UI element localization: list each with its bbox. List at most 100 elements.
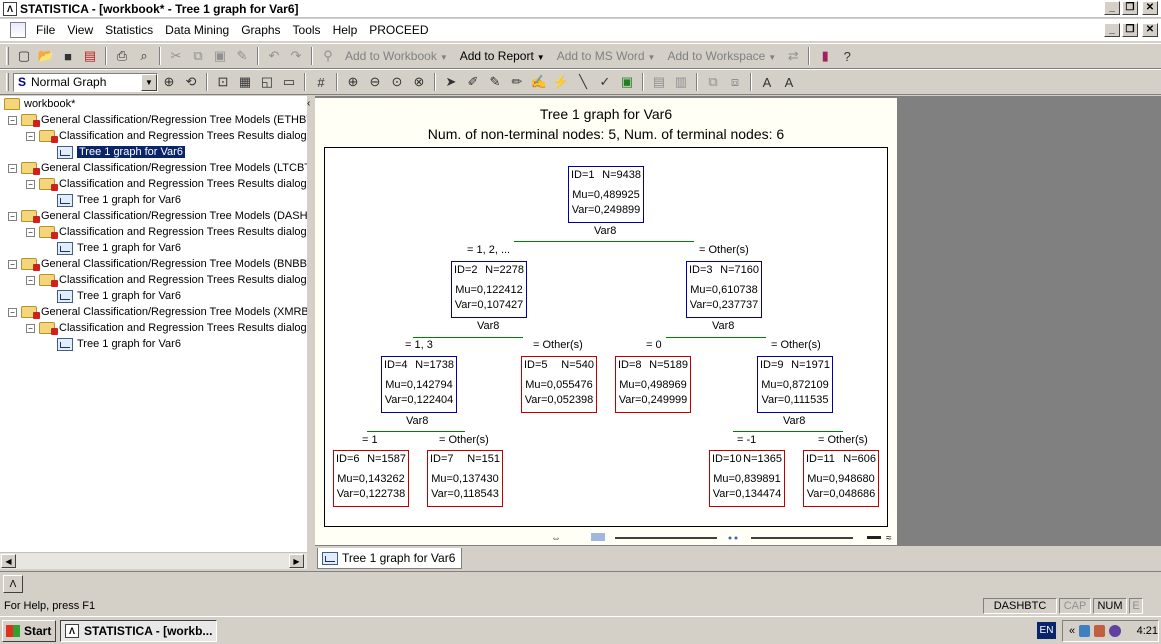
toolbar-grip[interactable] xyxy=(6,47,9,65)
security-icon[interactable] xyxy=(1094,625,1106,637)
add-to-workspace-button[interactable]: Add to Workspace▼ xyxy=(661,49,782,63)
language-indicator[interactable]: EN xyxy=(1037,622,1056,639)
group-icon[interactable]: ⧉ xyxy=(708,74,718,89)
edit-data-icon[interactable]: ✐ xyxy=(467,74,479,89)
redo-icon[interactable]: ↷ xyxy=(290,48,302,63)
format-painter-icon[interactable]: ✎ xyxy=(236,48,248,63)
graph-window-icon[interactable]: ▭ xyxy=(282,74,296,89)
taskbar-statistica-button[interactable]: Λ STATISTICA - [workb... xyxy=(60,620,217,642)
close-button[interactable]: ✕ xyxy=(1142,1,1158,15)
document-icon[interactable] xyxy=(10,22,26,38)
collapse-toggle-icon[interactable]: − xyxy=(26,275,35,285)
collapse-toggle-icon[interactable]: − xyxy=(8,163,17,173)
zoom-fit-icon[interactable]: ⊙ xyxy=(391,74,403,89)
minimize-button[interactable]: _ xyxy=(1104,1,1120,15)
scroll-left-icon[interactable]: ◀ xyxy=(1,554,16,568)
chevron-down-icon[interactable]: ▼ xyxy=(141,73,157,91)
network-icon[interactable] xyxy=(1079,625,1091,637)
graph-zoom-icon[interactable]: ⊕ xyxy=(163,74,175,89)
font-size-decrease-icon[interactable]: A xyxy=(784,74,794,90)
binoculars-icon[interactable]: ⚲ xyxy=(323,48,333,63)
tree-graph-item[interactable]: Tree 1 graph for Var6 xyxy=(44,144,185,160)
brush-tool-icon[interactable]: ⚡ xyxy=(552,74,570,89)
graph-type-select[interactable]: S Normal Graph ▼ xyxy=(13,72,158,92)
resize-icon[interactable]: ⇔ xyxy=(551,533,561,544)
add-to-workbook-button[interactable]: Add to Workbook▼ xyxy=(339,49,454,63)
collapse-toggle-icon[interactable]: − xyxy=(26,131,35,141)
graph-window[interactable]: Tree 1 graph for Var6 Num. of non-termin… xyxy=(315,98,897,545)
tree-model-item[interactable]: −General Classification/Regression Tree … xyxy=(8,304,307,320)
statistica-app-icon[interactable]: Λ xyxy=(3,1,17,16)
tree-root[interactable]: workbook* xyxy=(4,96,75,112)
undo-icon[interactable]: ↶ xyxy=(268,48,280,63)
collapse-toggle-icon[interactable]: − xyxy=(26,179,35,189)
book-icon[interactable]: ▮ xyxy=(821,48,829,63)
tree-results-item[interactable]: −Classification and Regression Trees Res… xyxy=(26,176,307,192)
doc-restore-button[interactable]: ❐ xyxy=(1122,23,1138,37)
draw-icon[interactable]: ✎ xyxy=(489,74,501,89)
cut-icon[interactable]: ✂ xyxy=(170,48,182,63)
menu-view[interactable]: View xyxy=(67,23,94,37)
menu-proceed[interactable]: PROCEED xyxy=(369,23,429,37)
grid-icon[interactable]: # xyxy=(317,74,325,90)
menu-file[interactable]: File xyxy=(36,23,56,37)
print-preview-icon[interactable]: ⌕ xyxy=(140,48,148,63)
tree-results-item[interactable]: −Classification and Regression Trees Res… xyxy=(26,128,307,144)
tree-model-item[interactable]: −General Classification/Regression Tree … xyxy=(8,160,307,176)
collapse-toggle-icon[interactable]: − xyxy=(8,307,17,317)
doc-close-button[interactable]: ✕ xyxy=(1142,23,1158,37)
pattern-icon[interactable]: ▥ xyxy=(674,74,688,89)
graph-data-icon[interactable]: ▦ xyxy=(238,74,252,89)
menu-help[interactable]: Help xyxy=(332,23,358,37)
tree-graph-item[interactable]: Tree 1 graph for Var6 xyxy=(44,192,181,208)
menu-data-mining[interactable]: Data Mining xyxy=(165,23,230,37)
brush-icon[interactable]: ⟲ xyxy=(185,74,197,89)
tree-model-item[interactable]: −General Classification/Regression Tree … xyxy=(8,112,307,128)
check-tool-icon[interactable]: ✓ xyxy=(599,74,611,89)
tree-model-item[interactable]: −General Classification/Regression Tree … xyxy=(8,208,307,224)
slider-handle[interactable] xyxy=(867,536,881,539)
app-tray-icon[interactable] xyxy=(1109,625,1121,637)
add-to-report-button[interactable]: Add to Report▼ xyxy=(454,49,551,63)
add-to-ms-word-button[interactable]: Add to MS Word▼ xyxy=(551,49,662,63)
collapse-pane-icon[interactable]: ‹ xyxy=(307,98,311,109)
tree-results-item[interactable]: −Classification and Regression Trees Res… xyxy=(26,224,307,240)
pencil-icon[interactable]: ✍ xyxy=(530,74,548,89)
graph-layout-icon[interactable]: ◱ xyxy=(260,74,274,89)
help-pointer-icon[interactable]: ? xyxy=(843,48,851,64)
collapse-toggle-icon[interactable]: − xyxy=(8,211,17,221)
graph-options-icon[interactable]: ⊡ xyxy=(217,74,229,89)
lock-icon[interactable]: ▣ xyxy=(620,74,634,89)
pen-icon[interactable]: ✏ xyxy=(511,74,523,89)
zoom-reset-icon[interactable]: ⊗ xyxy=(413,74,425,89)
restore-button[interactable]: ❐ xyxy=(1122,1,1138,15)
tree-model-item[interactable]: −General Classification/Regression Tree … xyxy=(8,256,307,272)
pdf-icon[interactable]: ▤ xyxy=(83,48,97,63)
tree-horizontal-scrollbar[interactable]: ◀ ▶ xyxy=(0,552,307,569)
tray-expand-icon[interactable]: « xyxy=(1069,625,1076,637)
color-swatch-icon[interactable] xyxy=(591,533,605,541)
doc-minimize-button[interactable]: _ xyxy=(1104,23,1120,37)
ungroup-icon[interactable]: ⧈ xyxy=(730,74,740,89)
tree-graph-item[interactable]: Tree 1 graph for Var6 xyxy=(44,336,181,352)
print-icon[interactable]: ⎙ xyxy=(116,48,128,63)
paste-icon[interactable]: ▣ xyxy=(213,48,227,63)
copy-icon[interactable]: ⧉ xyxy=(193,48,203,63)
new-icon[interactable]: ▢ xyxy=(17,48,31,63)
toolbar-grip[interactable] xyxy=(6,73,9,91)
menu-graphs[interactable]: Graphs xyxy=(241,23,281,37)
pane-splitter[interactable]: ‹ xyxy=(307,96,315,569)
open-folder-icon[interactable]: 📂 xyxy=(37,48,55,63)
scroll-right-icon[interactable]: ▶ xyxy=(289,554,304,568)
zoom-out-icon[interactable]: ⊖ xyxy=(369,74,381,89)
